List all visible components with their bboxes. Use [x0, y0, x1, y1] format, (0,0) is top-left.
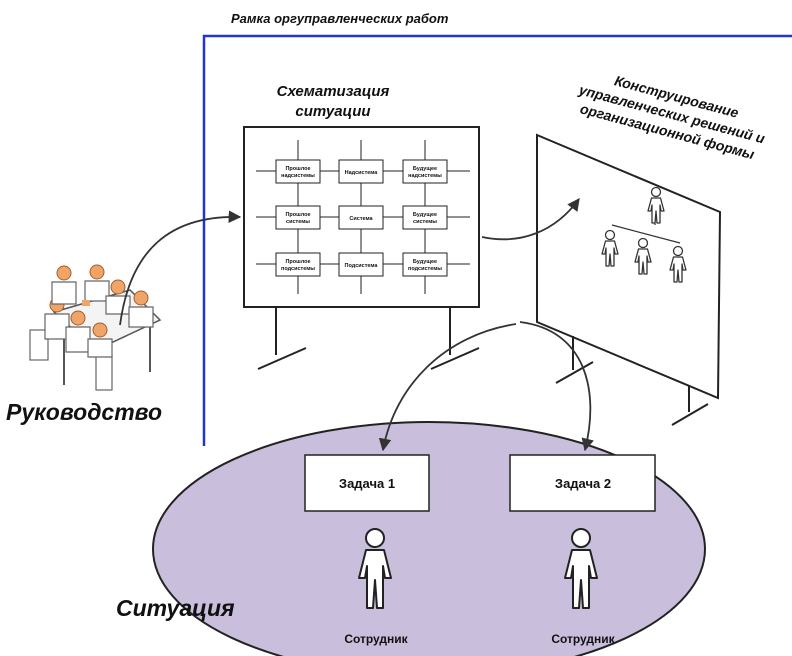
situation-label: Ситуация	[116, 595, 235, 621]
employee-label-2: Сотрудник	[551, 632, 615, 646]
grid-cell-label: системы	[286, 219, 310, 225]
grid-cell-label: Система	[349, 216, 373, 222]
grid-cell-label: подсистемы	[281, 266, 315, 272]
arrow-construction-to-task-2	[519, 321, 594, 452]
schematization-board	[243, 126, 480, 370]
frame-title: Рамка оргуправленческих работ	[231, 11, 449, 26]
grid-cell-label: Надсистема	[345, 170, 379, 176]
arrow-construction-to-task-1	[378, 323, 517, 452]
meeting-icon	[29, 264, 162, 391]
employee-label-1: Сотрудник	[344, 632, 408, 646]
grid-cell-label: Будущее	[413, 212, 437, 218]
task-label-1: Задача 1	[339, 476, 395, 491]
task-box-2	[509, 454, 656, 512]
construction-title: Конструирование управленческих решений и…	[576, 72, 767, 162]
arrow-schematization-to-construction	[481, 197, 580, 241]
grid-cell-label: подсистемы	[408, 266, 442, 272]
grid-cell-label: Подсистема	[345, 263, 379, 269]
grid-cell-label: Прошлое	[285, 166, 310, 172]
grid-cell-label: Прошлое	[285, 212, 310, 218]
construction-board	[536, 133, 722, 426]
grid-cell-label: Будущее	[413, 166, 437, 172]
schematization-title-2: ситуации	[295, 103, 370, 120]
grid-cell-label: надсистемы	[408, 173, 442, 179]
leadership-label: Руководство	[6, 399, 162, 425]
task-box-1	[304, 454, 430, 512]
grid-cell-label: Прошлое	[285, 259, 310, 265]
grid-cell-label: надсистемы	[281, 173, 315, 179]
arrow-leadership-to-schematization	[119, 210, 242, 326]
org-chart-icon	[601, 186, 687, 283]
grid-cell-label: Будущее	[413, 259, 437, 265]
grid-cell-label: системы	[413, 219, 437, 225]
task-label-2: Задача 2	[555, 476, 611, 491]
frame-border	[202, 34, 792, 446]
schematization-title-1: Схематизация	[277, 83, 390, 100]
